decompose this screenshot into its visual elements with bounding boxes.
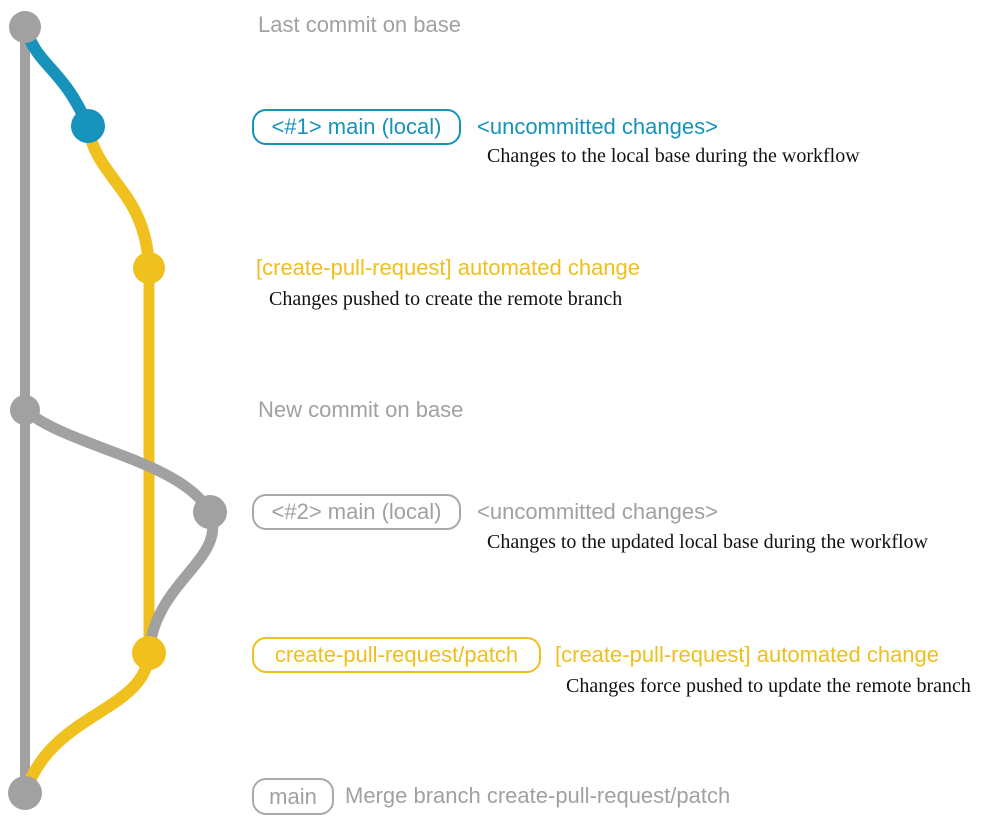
merge-row: main Merge branch create-pull-request/pa… — [252, 778, 730, 815]
patch-branch-merge-line — [20, 647, 155, 797]
uncommitted-changes-1-label: <uncommitted changes> — [477, 113, 718, 139]
commit-dot-automated-change-2 — [132, 636, 166, 670]
patch-branch-badge: create-pull-request/patch — [252, 637, 541, 673]
main-local-2-badge: <#2> main (local) — [252, 494, 461, 530]
main-local-2-row: <#2> main (local) <uncommitted changes> — [252, 494, 718, 530]
main-local-1-description: Changes to the local base during the wor… — [487, 145, 860, 167]
local-main-2-rebase-line — [143, 506, 219, 659]
commit-dot-uncommitted-1 — [71, 109, 105, 143]
commit-dot-new-base — [10, 395, 40, 425]
new-commit-label: New commit on base — [258, 397, 464, 422]
local-main-2-branch-line — [19, 404, 216, 518]
commit-dot-merge — [8, 776, 42, 810]
main-local-2-description: Changes to the updated local base during… — [487, 531, 928, 553]
commit-dot-uncommitted-2 — [193, 495, 227, 529]
automated-change-1-description: Changes pushed to create the remote bran… — [269, 288, 623, 310]
local-main-1-branch-line — [19, 21, 94, 132]
uncommitted-changes-2-label: <uncommitted changes> — [477, 498, 718, 524]
commit-dot-automated-change-1 — [133, 252, 165, 284]
last-commit-label: Last commit on base — [258, 12, 461, 37]
main-badge: main — [252, 778, 334, 815]
merge-message-label: Merge branch create-pull-request/patch — [345, 783, 731, 809]
automated-change-1-label: [create-pull-request] automated change — [256, 255, 641, 280]
patch-branch-description: Changes force pushed to update the remot… — [566, 675, 971, 697]
automated-change-2-label: [create-pull-request] automated change — [555, 641, 940, 667]
main-local-1-badge: <#1> main (local) — [252, 109, 461, 145]
main-local-1-row: <#1> main (local) <uncommitted changes> — [252, 109, 718, 145]
patch-branch-create-line — [82, 120, 155, 274]
patch-branch-row: create-pull-request/patch [create-pull-r… — [252, 637, 939, 673]
commit-dot-last-base — [9, 11, 41, 43]
